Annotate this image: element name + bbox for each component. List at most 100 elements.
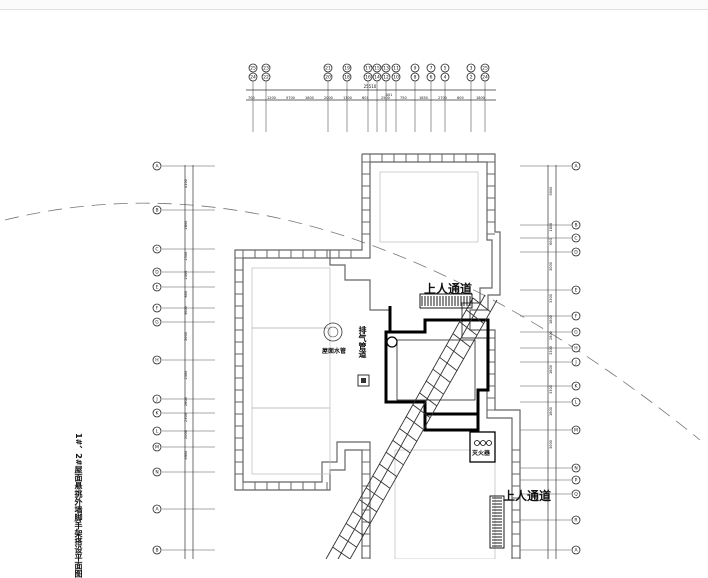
top-dimension: 1200	[267, 96, 276, 100]
right-axis-bubble: Q	[571, 489, 581, 499]
right-dimension: 2800	[549, 331, 553, 340]
core-stair	[384, 306, 490, 432]
svg-text:J: J	[155, 397, 157, 403]
left-dimension: 2300	[184, 413, 188, 422]
top-dimension: 2700	[438, 96, 447, 100]
top-dimension: 1800	[305, 96, 314, 100]
top-axis-bubble: 13	[381, 63, 391, 73]
right-axis-bubble: E	[571, 285, 581, 295]
svg-text:G: G	[574, 330, 578, 336]
svg-text:M: M	[155, 445, 159, 451]
left-dimension: 800	[184, 291, 188, 298]
svg-text:15: 15	[374, 66, 380, 72]
left-dimension: 2800	[184, 221, 188, 230]
dim-a01: A01	[386, 93, 393, 97]
right-dimension: 600	[549, 238, 553, 245]
left-dimension: 2300	[184, 371, 188, 380]
right-axis-bubble: C	[571, 233, 581, 243]
right-axis-bubble: G	[571, 327, 581, 337]
top-axis-bubble: 6	[426, 72, 436, 82]
svg-text:22: 22	[263, 75, 269, 81]
svg-text:D: D	[574, 250, 578, 256]
top-dimension: 750	[400, 96, 407, 100]
exhaust-symbol	[386, 336, 398, 348]
svg-text:E: E	[575, 288, 578, 294]
top-axis-bubble: 12	[381, 72, 391, 82]
svg-text:25: 25	[250, 66, 256, 72]
top-axis-bubble: 3	[466, 63, 476, 73]
svg-text:5: 5	[444, 66, 447, 72]
top-axis-bubble: 25	[248, 63, 258, 73]
right-dimension: 3300	[549, 294, 553, 303]
left-axis-bubble: M	[152, 442, 162, 452]
svg-text:10: 10	[393, 75, 399, 81]
svg-text:A: A	[574, 164, 578, 170]
top-dimension: 2000	[324, 96, 333, 100]
core-room	[396, 339, 476, 401]
svg-text:H: H	[574, 346, 577, 352]
top-axis-bubble: 14	[372, 72, 382, 82]
top-axis-bubble: 17	[363, 63, 373, 73]
svg-text:B: B	[155, 208, 158, 214]
right-dimension: 3300	[549, 346, 553, 355]
top-axis-bubble: 11	[391, 63, 401, 73]
right-axis-bubble: N	[571, 463, 581, 473]
svg-text:11: 11	[393, 66, 399, 72]
top-axis-bubble: 5	[440, 63, 450, 73]
right-dimension: 3000	[549, 262, 553, 271]
svg-text:L: L	[156, 429, 159, 435]
access-stair-1	[419, 293, 473, 309]
scaffold-ticks	[235, 154, 520, 559]
left-axis-bubble: H	[152, 355, 162, 365]
top-axis-bubble: 15	[372, 63, 382, 73]
left-axis-bubble: B	[152, 545, 162, 555]
side-title: 1#、2#屋面悬挑外墙脚手架搭设平面图	[74, 433, 83, 578]
right-dimension: 3000	[549, 440, 553, 449]
svg-text:23: 23	[263, 66, 269, 72]
left-dimension: 2500	[184, 252, 188, 261]
svg-text:N: N	[574, 466, 577, 472]
top-axis-bubble: 24	[248, 72, 258, 82]
right-axis-bubble: M	[571, 425, 581, 435]
svg-text:H: H	[155, 358, 158, 364]
svg-text:9: 9	[414, 66, 417, 72]
svg-text:A: A	[155, 164, 159, 170]
right-dimension: 6000	[549, 187, 553, 196]
right-dimension: 1800	[549, 407, 553, 416]
svg-text:F: F	[575, 314, 578, 320]
top-axis-bubble: 24	[480, 72, 490, 82]
left-dimension: 4900	[184, 451, 188, 460]
top-axis-bubble: 9	[410, 63, 420, 73]
svg-text:24: 24	[250, 75, 256, 81]
svg-text:25: 25	[482, 66, 488, 72]
svg-text:C: C	[155, 247, 158, 253]
left-axis-bubble: A	[152, 161, 162, 171]
right-dimension: 3300	[549, 385, 553, 394]
svg-text:A: A	[574, 548, 578, 554]
top-axis-bubble: 22	[261, 72, 271, 82]
svg-text:D: D	[155, 270, 159, 276]
access-stair-2	[489, 495, 505, 549]
svg-text:P: P	[575, 478, 578, 484]
top-axis-bubble: 20	[323, 72, 333, 82]
left-dimension: 2000	[184, 430, 188, 439]
left-dimension: 2800	[184, 397, 188, 406]
pit-box	[357, 374, 370, 387]
left-axis-bubble: K	[152, 408, 162, 418]
right-axis-bubble: L	[571, 397, 581, 407]
right-axis-bubble: A	[571, 545, 581, 555]
right-dimension: 1800	[549, 365, 553, 374]
svg-text:N: N	[155, 470, 158, 476]
left-dimension: 3600	[184, 306, 188, 315]
top-axis-bubble: 23	[261, 63, 271, 73]
viewer-top-bar	[0, 0, 708, 10]
right-axis-bubble: P	[571, 475, 581, 485]
top-axis-bubble: 25	[480, 63, 490, 73]
right-axis-bubble: H	[571, 343, 581, 353]
svg-text:R: R	[574, 518, 577, 524]
right-axis-bubble: F	[571, 311, 581, 321]
left-axis-bubble: G	[152, 317, 162, 327]
svg-text:12: 12	[383, 75, 389, 81]
